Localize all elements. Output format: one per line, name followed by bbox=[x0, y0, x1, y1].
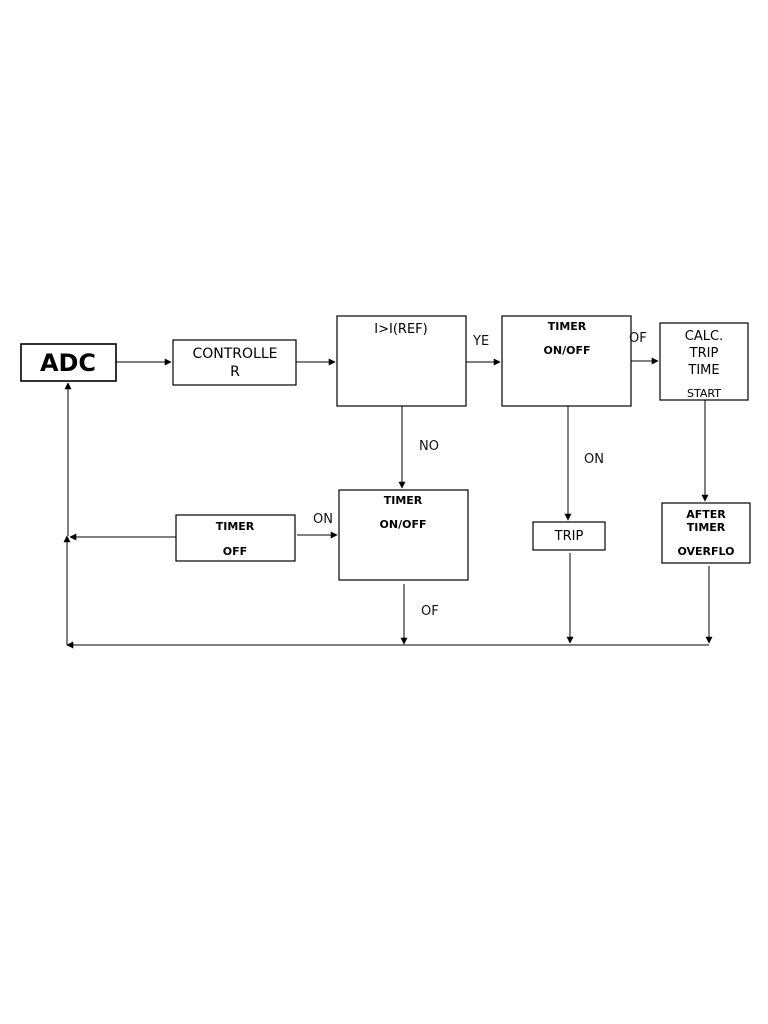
node-calc-label-1: CALC. bbox=[685, 329, 723, 344]
node-after-label-1: AFTER bbox=[686, 508, 726, 521]
node-timer-mid: TIMER ON/OFF bbox=[338, 489, 469, 581]
node-calc-label-4: START bbox=[687, 387, 721, 400]
node-after-label-2: TIMER bbox=[687, 521, 726, 534]
node-trip-label: TRIP bbox=[554, 529, 584, 544]
node-calc-label-3: TIME bbox=[687, 363, 719, 378]
edge-label-of-bottom: OF bbox=[421, 604, 439, 619]
node-timer-off-label-2: OFF bbox=[223, 545, 247, 558]
node-adc-label: ADC bbox=[40, 349, 96, 377]
node-trip: TRIP bbox=[532, 521, 606, 551]
edge-label-of-top: OF bbox=[629, 331, 647, 346]
node-timer-mid-label-2: ON/OFF bbox=[380, 518, 427, 531]
node-timer-off: TIMER OFF bbox=[175, 514, 296, 562]
node-after-timer: AFTER TIMER OVERFLO bbox=[661, 502, 751, 564]
node-timer-main-label-1: TIMER bbox=[548, 320, 587, 333]
node-timer-main-label-2: ON/OFF bbox=[544, 344, 591, 357]
node-calc: CALC. TRIP TIME START bbox=[659, 322, 749, 401]
node-after-label-3: OVERFLO bbox=[677, 545, 734, 558]
edge-label-no: NO bbox=[419, 439, 439, 454]
edge-label-on-left: ON bbox=[313, 512, 333, 527]
node-timer-main: TIMER ON/OFF bbox=[501, 315, 632, 407]
node-calc-label-2: TRIP bbox=[689, 346, 719, 361]
edge-label-yes: YE bbox=[472, 334, 489, 349]
node-controller: CONTROLLE R bbox=[172, 339, 297, 386]
edge-label-on-trip: ON bbox=[584, 452, 604, 467]
node-timer-mid-label-1: TIMER bbox=[384, 494, 423, 507]
node-timer-off-label-1: TIMER bbox=[216, 520, 255, 533]
node-controller-label-1: CONTROLLE bbox=[192, 346, 277, 362]
node-compare: I>I(REF) bbox=[336, 315, 467, 407]
node-controller-label-2: R bbox=[230, 364, 240, 380]
node-adc: ADC bbox=[20, 343, 117, 382]
node-compare-label: I>I(REF) bbox=[374, 322, 427, 337]
